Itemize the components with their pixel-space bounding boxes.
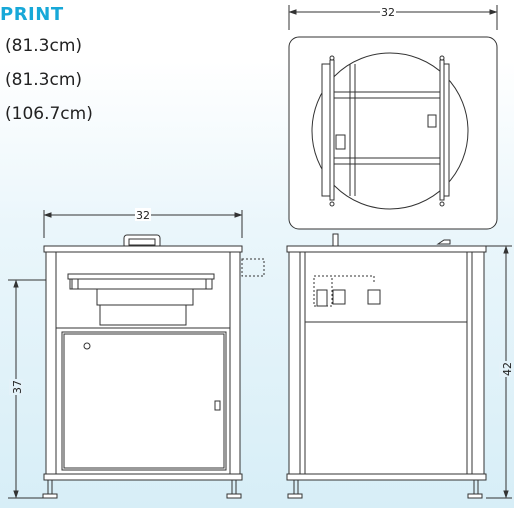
page-title: PRINT bbox=[0, 4, 64, 25]
dimension-text-width: (81.3cm) bbox=[5, 36, 83, 56]
dimension-text-depth: (81.3cm) bbox=[5, 70, 83, 90]
top-view bbox=[288, 5, 498, 230]
side-view bbox=[286, 233, 512, 499]
side-height-label: 42 bbox=[501, 362, 514, 376]
front-view bbox=[8, 210, 265, 499]
dimension-text-height: (106.7cm) bbox=[5, 104, 93, 124]
front-height-label: 37 bbox=[11, 380, 24, 394]
front-width-label: 32 bbox=[136, 209, 150, 222]
top-view-width-label: 32 bbox=[381, 6, 395, 19]
